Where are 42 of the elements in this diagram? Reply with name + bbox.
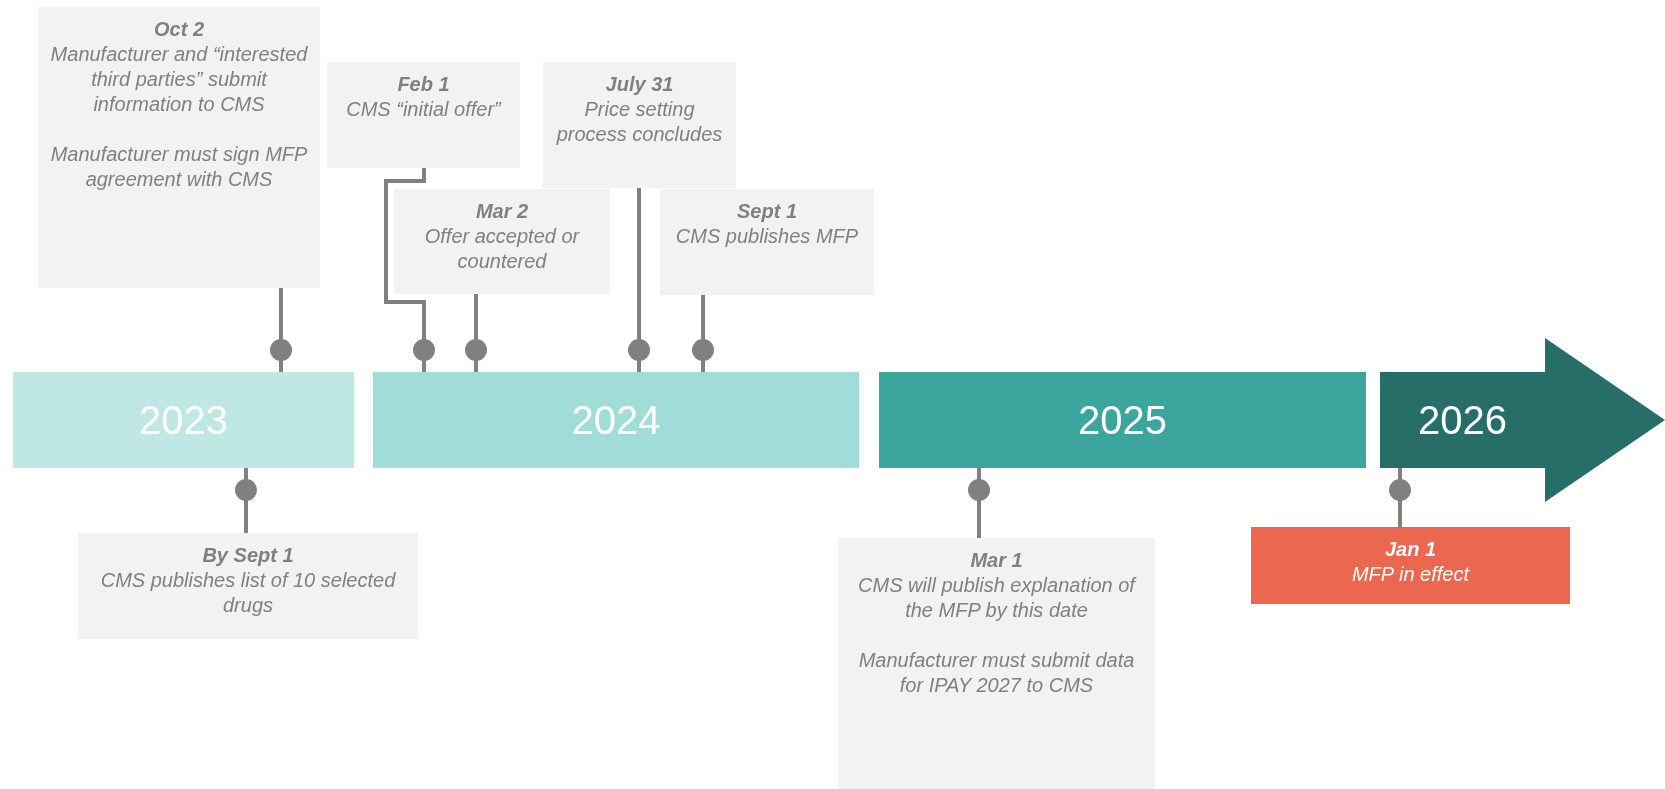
event-description: Manufacturer and “interested third parties” submit information to CMS (49, 42, 309, 117)
event-box (394, 189, 610, 294)
event-box (78, 533, 418, 639)
year-label: 2026 (1418, 400, 1507, 440)
pin-connector (628, 188, 650, 372)
pin-connector (968, 468, 990, 538)
event-description: Offer accepted or countered (423, 224, 581, 274)
event-description: MFP in effect (1351, 562, 1470, 587)
event-box (838, 538, 1155, 789)
pin-connector (1389, 468, 1411, 527)
event-box (38, 7, 320, 288)
event-date: Mar 1 (970, 548, 1023, 573)
event-box (327, 62, 520, 168)
year-bar (13, 372, 354, 468)
event-date: July 31 (605, 72, 674, 97)
event-date: Sept 1 (737, 199, 797, 224)
pin-connector (384, 168, 435, 372)
event-date: Mar 2 (475, 199, 529, 224)
pin-connector (270, 288, 292, 372)
event-date: Oct 2 (154, 17, 204, 42)
event-box (543, 62, 736, 188)
event-description: CMS “initial offer” (346, 97, 501, 122)
event-date: Jan 1 (1384, 537, 1437, 562)
pin-connector (465, 294, 487, 372)
year-label: 2025 (1078, 400, 1167, 440)
pin-connector (692, 295, 714, 372)
event-description: Manufacturer must submit data for IPAY 2027 to CMS (857, 648, 1136, 698)
year-bar (1380, 338, 1665, 502)
year-label: 2023 (139, 400, 228, 440)
event-description: CMS publishes MFP (675, 224, 859, 249)
event-date: By Sept 1 (202, 543, 294, 568)
year-label: 2024 (571, 400, 661, 440)
event-description: CMS publishes list of 10 selected drugs (99, 568, 397, 618)
event-date: Feb 1 (397, 72, 450, 97)
year-bar (879, 372, 1366, 468)
event-description: Manufacturer must sign MFP agreement with CMS (49, 142, 309, 192)
pin-connector (235, 468, 257, 533)
event-description: CMS will publish explanation of the MFP by this date (857, 573, 1138, 623)
event-description: Price setting process concludes (555, 97, 724, 147)
event-box (660, 189, 874, 295)
year-bar (373, 372, 859, 468)
event-box (1251, 527, 1570, 604)
